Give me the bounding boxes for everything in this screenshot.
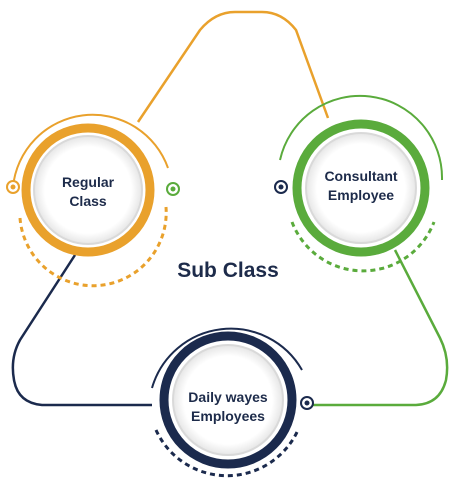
connector-top <box>136 10 330 123</box>
consultant-line2: Employee <box>328 187 394 203</box>
regular-knob-left-dot <box>10 184 16 190</box>
daily-knob-right-dot <box>304 400 310 406</box>
consultant-line1: Consultant <box>324 168 397 184</box>
daily-thick-ring <box>159 331 297 469</box>
consultant-outer-arc <box>279 94 444 181</box>
regular-inner-disc <box>33 135 143 245</box>
regular-line1: Regular <box>62 174 115 190</box>
regular-thick-ring <box>21 123 155 257</box>
regular-knob-right-dot <box>170 186 176 192</box>
daily-outer-arc <box>151 327 303 389</box>
consultant-dashed-arc <box>290 221 436 273</box>
connector-right <box>309 249 449 407</box>
consultant-thick-ring <box>292 119 430 257</box>
daily-dashed-arc <box>154 429 300 478</box>
consultant-knob-left-dot <box>278 184 284 190</box>
node-regular-class: Regular Class <box>6 113 180 288</box>
node-daily-wayes-employees: Daily wayes Employees <box>151 327 314 478</box>
regular-outer-arc <box>12 113 169 188</box>
daily-inner-disc <box>172 344 284 456</box>
regular-line2: Class <box>69 193 107 209</box>
node-consultant-employee: Consultant Employee <box>274 94 444 273</box>
connector-left <box>11 254 152 407</box>
daily-line1: Daily wayes <box>188 389 268 405</box>
consultant-inner-disc <box>305 132 417 244</box>
center-label: Sub Class <box>177 259 279 282</box>
daily-line2: Employees <box>191 408 265 424</box>
